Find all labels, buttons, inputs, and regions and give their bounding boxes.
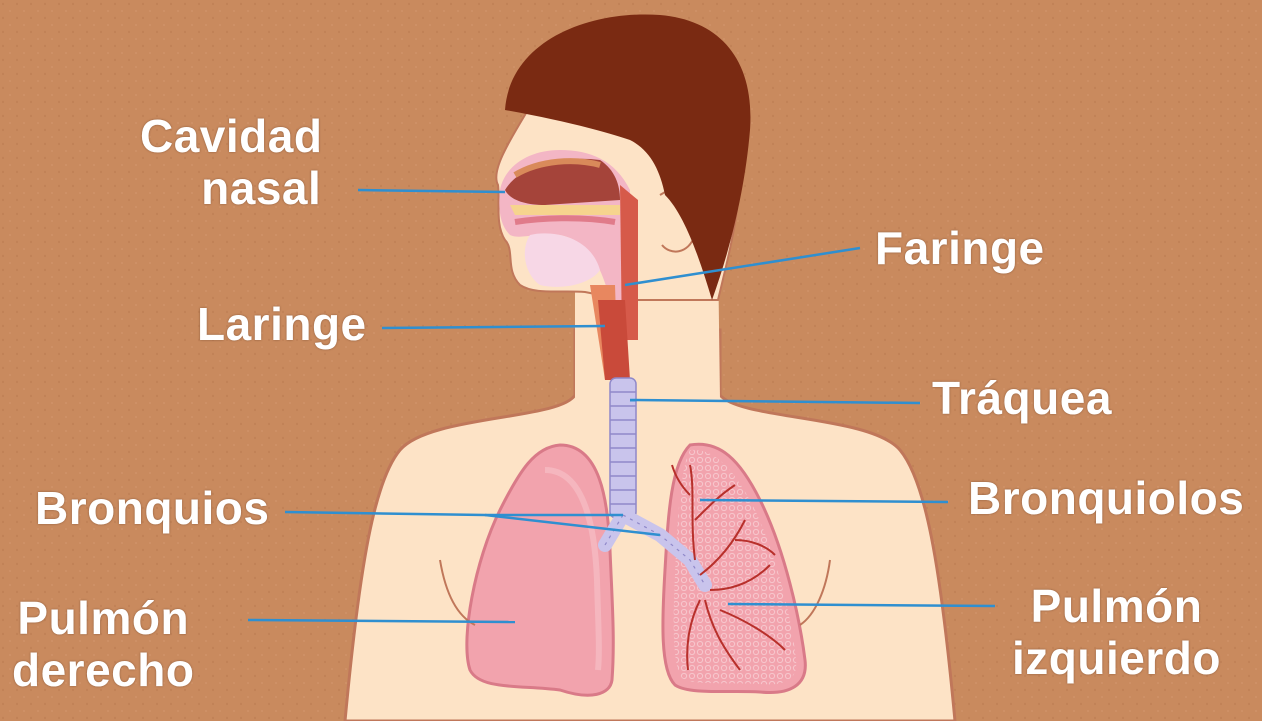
label-pharynx: Faringe (875, 222, 1045, 274)
label-left-lung: Pulmón izquierdo (1012, 580, 1221, 684)
label-bronchi: Bronquios (35, 482, 269, 534)
label-nasal-cavity-line2: nasal (140, 162, 322, 214)
label-trachea-text: Tráquea (932, 372, 1112, 424)
label-right-lung-line1: Pulmón (12, 592, 194, 644)
label-left-lung-line1: Pulmón (1012, 580, 1221, 632)
label-bronchioles-text: Bronquiolos (968, 472, 1244, 524)
label-bronchi-text: Bronquios (35, 482, 269, 534)
label-larynx: Laringe (197, 298, 367, 350)
label-nasal-cavity: Cavidad nasal (140, 110, 322, 214)
label-left-lung-line2: izquierdo (1012, 632, 1221, 684)
label-pharynx-text: Faringe (875, 222, 1045, 274)
label-bronchioles: Bronquiolos (968, 472, 1244, 524)
label-larynx-text: Laringe (197, 298, 367, 350)
label-trachea: Tráquea (932, 372, 1112, 424)
label-nasal-cavity-line1: Cavidad (140, 110, 322, 162)
label-right-lung: Pulmón derecho (12, 592, 194, 696)
label-right-lung-line2: derecho (12, 644, 194, 696)
